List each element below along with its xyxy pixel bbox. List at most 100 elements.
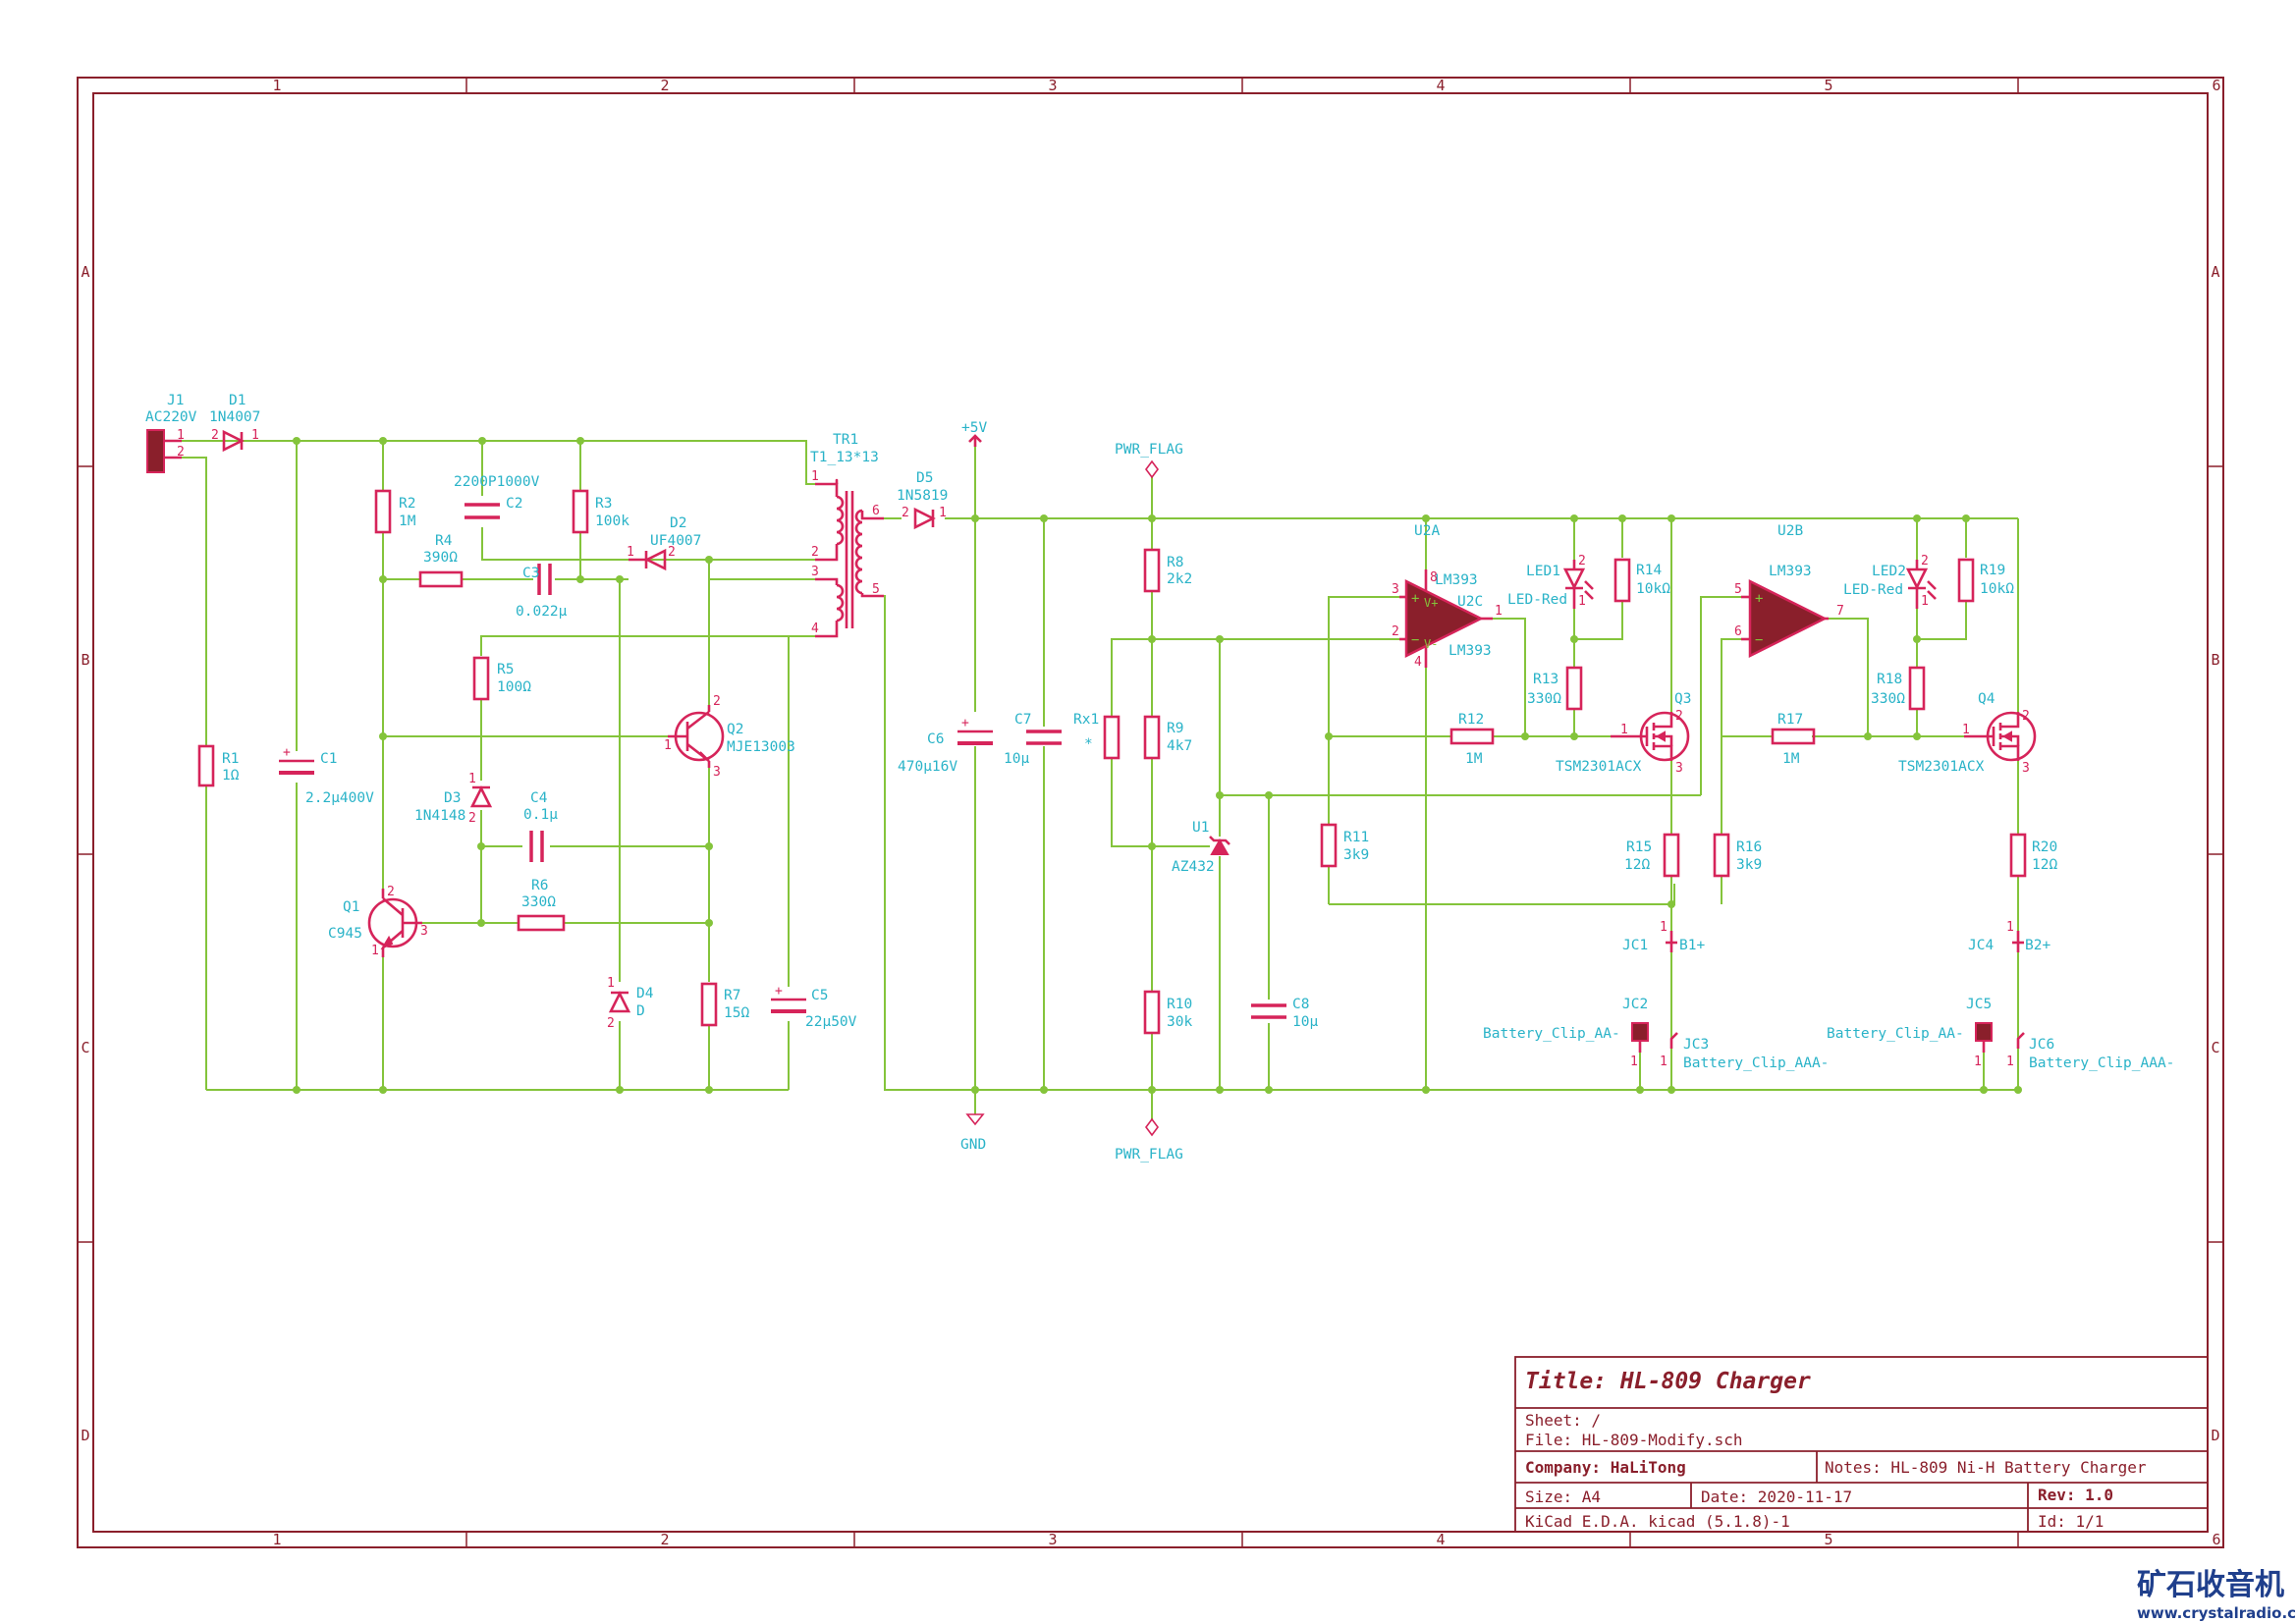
pin-label: 1 [664,738,672,753]
value-label: 15Ω [724,1005,749,1021]
battery-clip-jc4[interactable]: JC4 B2+ 1 [1968,920,2050,953]
value-label: PWR_FLAG [1115,1147,1183,1163]
capacitor-c3[interactable]: C3 0.022μ [516,564,568,620]
capacitor-c4[interactable]: C4 0.1μ [523,790,558,862]
col-label: 6 [2212,1531,2220,1548]
capacitor-c6[interactable]: + C6 470μ16V [898,716,993,775]
ref-label: R8 [1167,555,1183,570]
ref-label: C2 [506,496,522,512]
ref-label: R12 [1458,712,1484,728]
ref-label: D1 [229,393,246,408]
value-label: D [636,1003,645,1019]
led-led2[interactable]: LED2 LED-Red 2 1 [1843,554,1937,609]
resistor-r11[interactable]: R11 3k9 [1320,823,1369,868]
value-label: 12Ω [1624,857,1650,873]
pin-label: 1 [1495,604,1503,619]
transformer-tr1[interactable]: TR1 T1_13*13 1 2 3 4 5 6 [810,432,884,638]
value-label: AZ432 [1172,859,1215,875]
comparator-u2b[interactable]: + − U2B LM393 5 6 7 [1734,523,1844,659]
resistor-r19[interactable]: R19 10kΩ [1957,558,2014,603]
battery-clip-jc2[interactable]: JC2 Battery_Clip_AA- 1 [1483,997,1649,1069]
ref-label: C8 [1292,997,1309,1012]
tool-label: KiCad E.D.A. kicad (5.1.8)-1 [1525,1512,1790,1531]
ref-label: LED2 [1872,564,1906,579]
capacitor-c2[interactable]: 2200P1000V C2 [454,474,540,519]
revision-label: Rev: 1.0 [2038,1486,2113,1504]
pin-label: 2 [468,811,476,826]
capacitor-c5[interactable]: + C5 22μ50V [771,984,857,1030]
ref-label: JC2 [1622,997,1648,1012]
power-symbol-5v: +5V [961,420,987,447]
ref-label: R4 [435,533,453,549]
ref-label: R3 [595,496,612,512]
pin-label: 3 [420,924,428,939]
resistor-r18[interactable]: R18 330Ω [1871,666,1926,711]
value-label: LM393 [1449,643,1492,659]
resistor-r6[interactable]: R6 330Ω [517,878,566,932]
diode-d2[interactable]: D2 UF4007 1 2 [627,515,701,571]
connector-j1[interactable]: J1 AC220V 1 2 [145,393,197,473]
value-label: 470μ16V [898,759,957,775]
led-led1[interactable]: LED1 LED-Red 2 1 [1507,554,1594,609]
resistor-r16[interactable]: R16 3k9 [1713,833,1762,878]
resistor-r1[interactable]: R1 1Ω [197,744,240,787]
comparator-u2a[interactable]: + − U2A LM393 3 2 1 [1392,523,1503,668]
value-label: 22μ50V [805,1014,857,1030]
transistor-q2[interactable]: Q2 MJE13003 1 2 3 [664,694,795,780]
value-label: 1N5819 [897,488,948,504]
ref-label: C1 [320,751,337,767]
battery-clip-jc6[interactable]: JC6 Battery_Clip_AAA- 1 [2006,1032,2174,1071]
battery-clip-jc1[interactable]: JC1 B1+ 1 [1622,920,1705,953]
resistor-r8[interactable]: R8 2k2 [1143,548,1192,593]
capacitor-c7[interactable]: C7 10μ [1004,712,1062,767]
pin-label: 2 [607,1016,615,1031]
diode-d1[interactable]: D1 1N4007 2 1 [209,393,260,453]
resistor-r4[interactable]: R4 390Ω [418,533,464,588]
resistor-rx1[interactable]: Rx1 * [1073,712,1121,760]
resistor-r17[interactable]: R17 1M [1771,712,1816,767]
resistor-r5[interactable]: R5 100Ω [472,656,531,701]
battery-clip-jc3[interactable]: JC3 Battery_Clip_AAA- 1 [1660,1032,1829,1071]
resistor-r13[interactable]: R13 330Ω [1527,666,1583,711]
col-label: 2 [660,77,669,94]
diode-d5[interactable]: D5 1N5819 2 1 [897,470,948,530]
diode-d4[interactable]: D4 D 1 2 [607,976,654,1031]
resistor-r3[interactable]: R3 100k [572,489,629,534]
value-label: 2200P1000V [454,474,540,490]
resistor-r7[interactable]: R7 15Ω [700,982,749,1027]
ref-label: C3 [522,566,539,581]
mosfet-q3[interactable]: Q3 TSM2301ACX 1 2 3 [1556,691,1691,776]
resistor-r12[interactable]: R12 1M [1449,712,1495,767]
ref-label: R2 [399,496,415,512]
resistor-r10[interactable]: R10 30k [1143,990,1192,1035]
resistor-r9[interactable]: R9 4k7 [1143,715,1192,760]
pin-label: 1 [1630,1055,1638,1069]
resistor-r14[interactable]: R14 10kΩ [1613,558,1670,603]
transistor-q1[interactable]: Q1 C945 1 2 3 [328,885,428,958]
battery-clip-jc5[interactable]: JC5 Battery_Clip_AA- 1 [1827,997,1993,1069]
ref-label: R14 [1636,563,1662,578]
resistor-r2[interactable]: R2 1M [374,489,416,534]
ref-label: R10 [1167,997,1192,1012]
col-label: 1 [272,1531,281,1548]
diode-d3[interactable]: D3 1N4148 1 2 [414,772,493,826]
value-label: LM393 [1435,572,1478,588]
value-label: 10μ [1004,751,1029,767]
capacitor-c1[interactable]: + C1 2.2μ400V [279,745,374,806]
value-label: 330Ω [1871,691,1905,707]
pin-label: 1 [1962,723,1970,737]
ref-label: D4 [636,986,654,1001]
row-label: C [81,1039,89,1056]
value-label: 10μ [1292,1014,1318,1030]
notes-label: Notes: HL-809 Ni-H Battery Charger [1825,1458,2147,1477]
file-label: File: HL-809-Modify.sch [1525,1431,1743,1449]
capacitor-c8[interactable]: C8 10μ [1251,997,1318,1030]
value-label: B2+ [2025,938,2050,953]
resistor-r20[interactable]: R20 12Ω [2009,833,2057,878]
mosfet-q4[interactable]: Q4 TSM2301ACX 1 2 3 [1898,691,2037,776]
comparator-u2c: 8 4 V+ V- U2C LM393 [1414,570,1492,670]
resistor-r15[interactable]: R15 12Ω [1624,833,1680,878]
shunt-regulator-u1[interactable]: U1 AZ432 [1172,820,1230,875]
pin-label: 6 [1734,624,1742,639]
